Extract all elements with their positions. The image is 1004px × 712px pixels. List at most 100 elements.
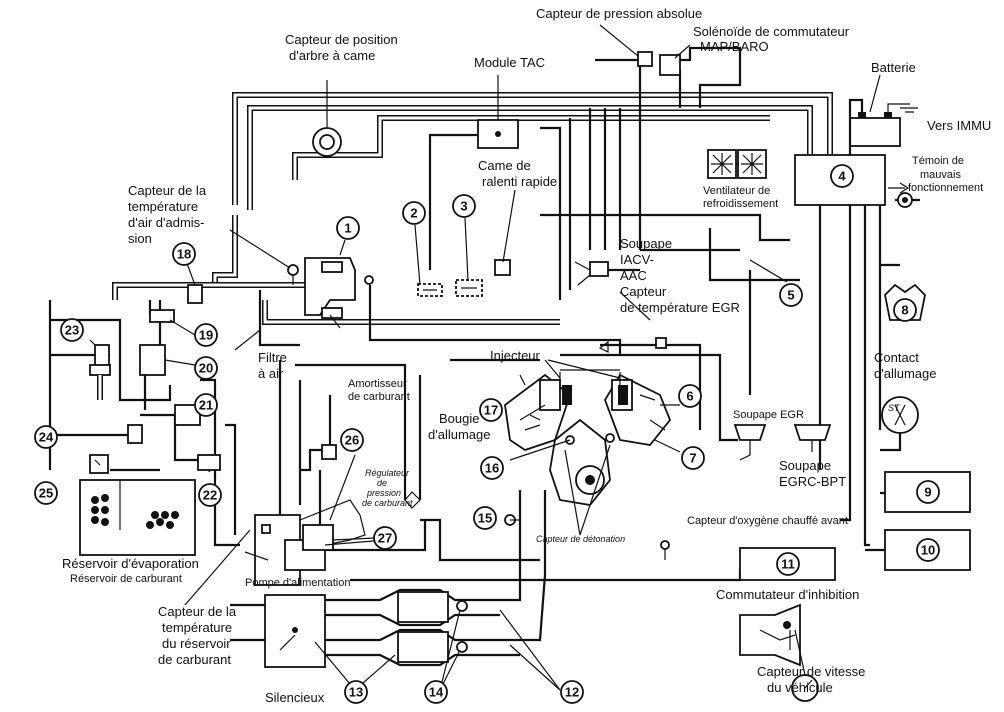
svg-text:27: 27 (378, 531, 392, 546)
wiring-harness (212, 46, 920, 547)
svg-text:Capteur de position: Capteur de position (285, 32, 398, 47)
callout-7 (681, 446, 705, 470)
svg-text:Capteur de la: Capteur de la (158, 604, 237, 619)
svg-text:3: 3 (460, 199, 467, 214)
callout-20 (194, 356, 218, 380)
svg-text:Capteur de vitesse: Capteur de vitesse (757, 664, 865, 679)
svg-text:d'air d'admis-: d'air d'admis- (128, 215, 205, 230)
svg-text:23: 23 (65, 323, 79, 338)
svg-text:d'arbre à came: d'arbre à came (289, 48, 375, 63)
svg-text:à air: à air (258, 366, 284, 381)
tac-module (477, 119, 519, 149)
svg-text:10: 10 (921, 543, 935, 558)
inhibitor-switch (739, 603, 819, 702)
svg-text:2: 2 (410, 206, 417, 221)
svg-text:de carburant: de carburant (362, 498, 413, 508)
svg-text:fonctionnement: fonctionnement (908, 182, 983, 194)
callout-3 (452, 194, 476, 218)
callout-2 (402, 201, 426, 225)
callout-5 (779, 283, 803, 307)
leader-lines (60, 217, 791, 691)
svg-text:11: 11 (781, 557, 795, 572)
callout-1 (336, 216, 360, 240)
svg-text:de carburant: de carburant (158, 652, 231, 667)
svg-text:du réservoir: du réservoir (162, 636, 231, 651)
svg-text:Capteur d'oxygène chauffé avan: Capteur d'oxygène chauffé avant (687, 515, 848, 527)
callout-25 (34, 481, 58, 505)
svg-text:Capteur de détonation: Capteur de détonation (536, 534, 625, 544)
svg-text:15: 15 (478, 511, 492, 526)
svg-text:Ventilateur de: Ventilateur de (703, 185, 770, 197)
callout-22 (198, 483, 222, 507)
svg-text:d'allumage: d'allumage (428, 427, 490, 442)
svg-text:12: 12 (565, 685, 579, 700)
callout-26 (340, 428, 364, 452)
svg-text:mauvais: mauvais (920, 169, 961, 181)
svg-text:26: 26 (345, 433, 359, 448)
svg-text:4: 4 (838, 169, 846, 184)
callout-27 (373, 526, 397, 550)
svg-text:6: 6 (686, 389, 693, 404)
svg-text:Contact: Contact (874, 350, 919, 365)
callout-21 (194, 393, 218, 417)
svg-text:IACV-: IACV- (620, 252, 654, 267)
callout-18 (172, 242, 196, 266)
svg-text:8: 8 (901, 303, 908, 318)
svg-text:Soupape: Soupape (779, 458, 831, 473)
svg-text:9: 9 (924, 485, 931, 500)
svg-text:Témoin de: Témoin de (912, 155, 964, 167)
label-capteur-pression: Capteur de pression absolue (536, 6, 702, 21)
svg-text:Vers IMMU: Vers IMMU (927, 118, 991, 133)
svg-text:Soupape EGR: Soupape EGR (733, 409, 804, 421)
iacv-valve (574, 261, 640, 286)
callout-24 (34, 425, 58, 449)
svg-text:température: température (162, 620, 232, 635)
egr-valves (733, 424, 832, 461)
svg-text:14: 14 (429, 685, 444, 700)
map-sensor (599, 24, 691, 76)
throttle-body (364, 189, 516, 297)
callouts: 1 2 3 4 5 6 7 8 9 10 11 12 13 14 15 16 1… (34, 164, 940, 704)
svg-text:Régulateur: Régulateur (365, 468, 410, 478)
muffler (264, 594, 326, 668)
callout-15 (473, 506, 497, 530)
callout-9 (916, 480, 940, 504)
svg-text:pression: pression (366, 488, 401, 498)
svg-text:ralenti rapide: ralenti rapide (482, 174, 557, 189)
svg-text:température: température (128, 199, 198, 214)
callout-4 (830, 164, 854, 188)
svg-text:Came de: Came de (478, 158, 531, 173)
svg-text:du véhicule: du véhicule (767, 680, 833, 695)
svg-text:17: 17 (484, 403, 498, 418)
callout-6 (678, 384, 702, 408)
svg-text:de température EGR: de température EGR (620, 300, 740, 315)
callout-14 (424, 680, 448, 704)
svg-text:21: 21 (199, 398, 213, 413)
air-intake (229, 229, 356, 329)
svg-text:ST: ST (888, 403, 901, 413)
svg-text:18: 18 (177, 247, 191, 262)
svg-text:sion: sion (128, 231, 152, 246)
svg-text:22: 22 (203, 488, 217, 503)
svg-text:Capteur: Capteur (620, 284, 667, 299)
callout-23 (60, 318, 84, 342)
svg-text:de: de (377, 478, 387, 488)
camshaft-sensor (312, 80, 342, 157)
svg-text:Réservoir d'évaporation: Réservoir d'évaporation (62, 556, 199, 571)
catalysts (397, 591, 468, 663)
callout-16 (480, 456, 504, 480)
callout-11 (776, 552, 800, 576)
cooling-fans (707, 149, 767, 179)
svg-text:Batterie: Batterie (871, 60, 916, 75)
svg-text:Solénoïde de commutateur: Solénoïde de commutateur (693, 24, 850, 39)
callout-19 (194, 323, 218, 347)
svg-text:Amortisseur: Amortisseur (348, 378, 407, 390)
callout-13 (344, 680, 368, 704)
svg-text:19: 19 (199, 328, 213, 343)
svg-text:5: 5 (787, 288, 794, 303)
svg-text:Capteur de la: Capteur de la (128, 183, 207, 198)
svg-text:de carburant: de carburant (348, 391, 410, 403)
svg-text:7: 7 (689, 451, 696, 466)
callout-10 (916, 538, 940, 562)
